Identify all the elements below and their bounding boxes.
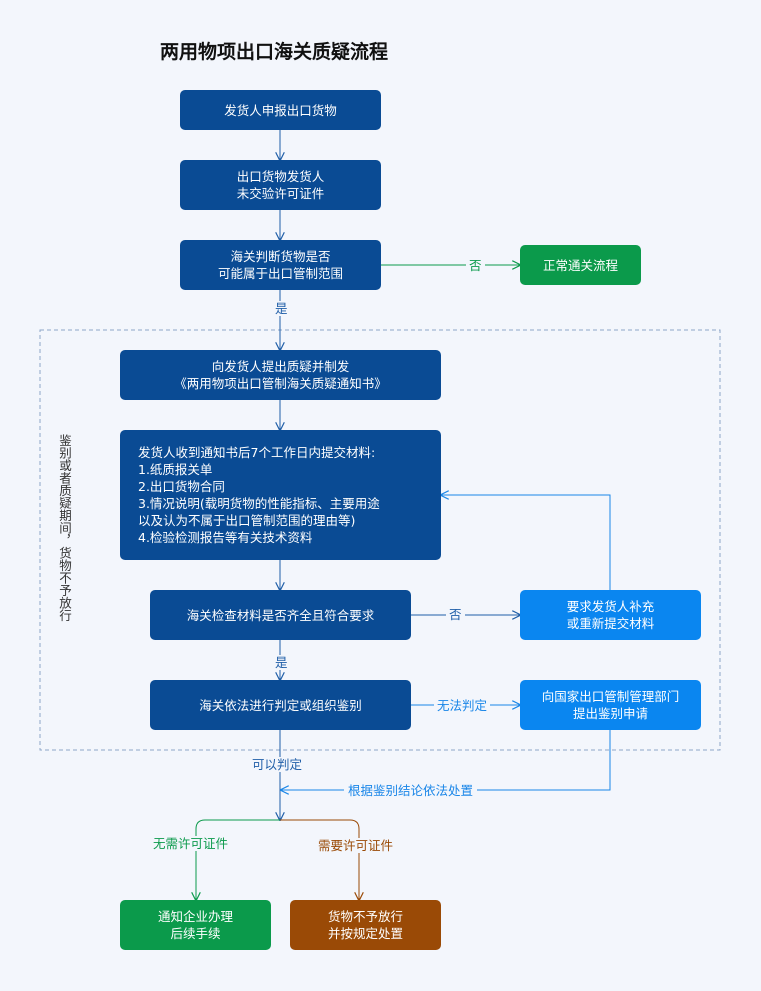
label-by-conclusion: 根据鉴别结论依法处置: [344, 783, 478, 798]
node-judge-scope: 海关判断货物是否 可能属于出口管制范围: [180, 240, 381, 290]
label-yes-scope: 是: [273, 301, 290, 316]
arrow-resubmit-to-submit: [441, 495, 611, 590]
page-title: 两用物项出口海关质疑流程: [160, 41, 389, 63]
node-not-release: 货物不予放行 并按规定处置: [290, 900, 441, 950]
arrow-branch-green: [196, 819, 280, 900]
node-issue-notice: 向发货人提出质疑并制发 《两用物项出口管制海关质疑通知书》: [120, 350, 441, 400]
label-license-needed: 需要许可证件: [315, 838, 397, 853]
label-yes-materials: 是: [273, 655, 290, 670]
label-cannot-determine: 无法判定: [434, 698, 491, 713]
node-check-materials: 海关检查材料是否齐全且符合要求: [150, 590, 411, 640]
label-no-normal: 否: [466, 258, 485, 273]
node-apply-identification: 向国家出口管制管理部门 提出鉴别申请: [520, 680, 701, 730]
node-no-license: 出口货物发货人 未交验许可证件: [180, 160, 381, 210]
suspicion-period-region: [39, 329, 721, 751]
node-submit-materials: 发货人收到通知书后7个工作日内提交材料: 1.纸质报关单 2.出口货物合同 3.…: [120, 430, 441, 560]
side-note-no-release: 鉴别或者质疑期间，货物不予放行: [57, 434, 72, 622]
label-no-materials: 否: [446, 607, 465, 622]
node-normal-customs: 正常通关流程: [520, 245, 641, 285]
node-notify-enterprise: 通知企业办理 后续手续: [120, 900, 271, 950]
node-determine: 海关依法进行判定或组织鉴别: [150, 680, 411, 730]
label-no-license-needed: 无需许可证件: [150, 836, 232, 851]
node-declare: 发货人申报出口货物: [180, 90, 381, 130]
label-can-determine: 可以判定: [250, 757, 305, 772]
arrow-apply-to-main: [281, 730, 611, 790]
node-resubmit: 要求发货人补充 或重新提交材料: [520, 590, 701, 640]
arrow-branch-brown: [280, 819, 359, 900]
